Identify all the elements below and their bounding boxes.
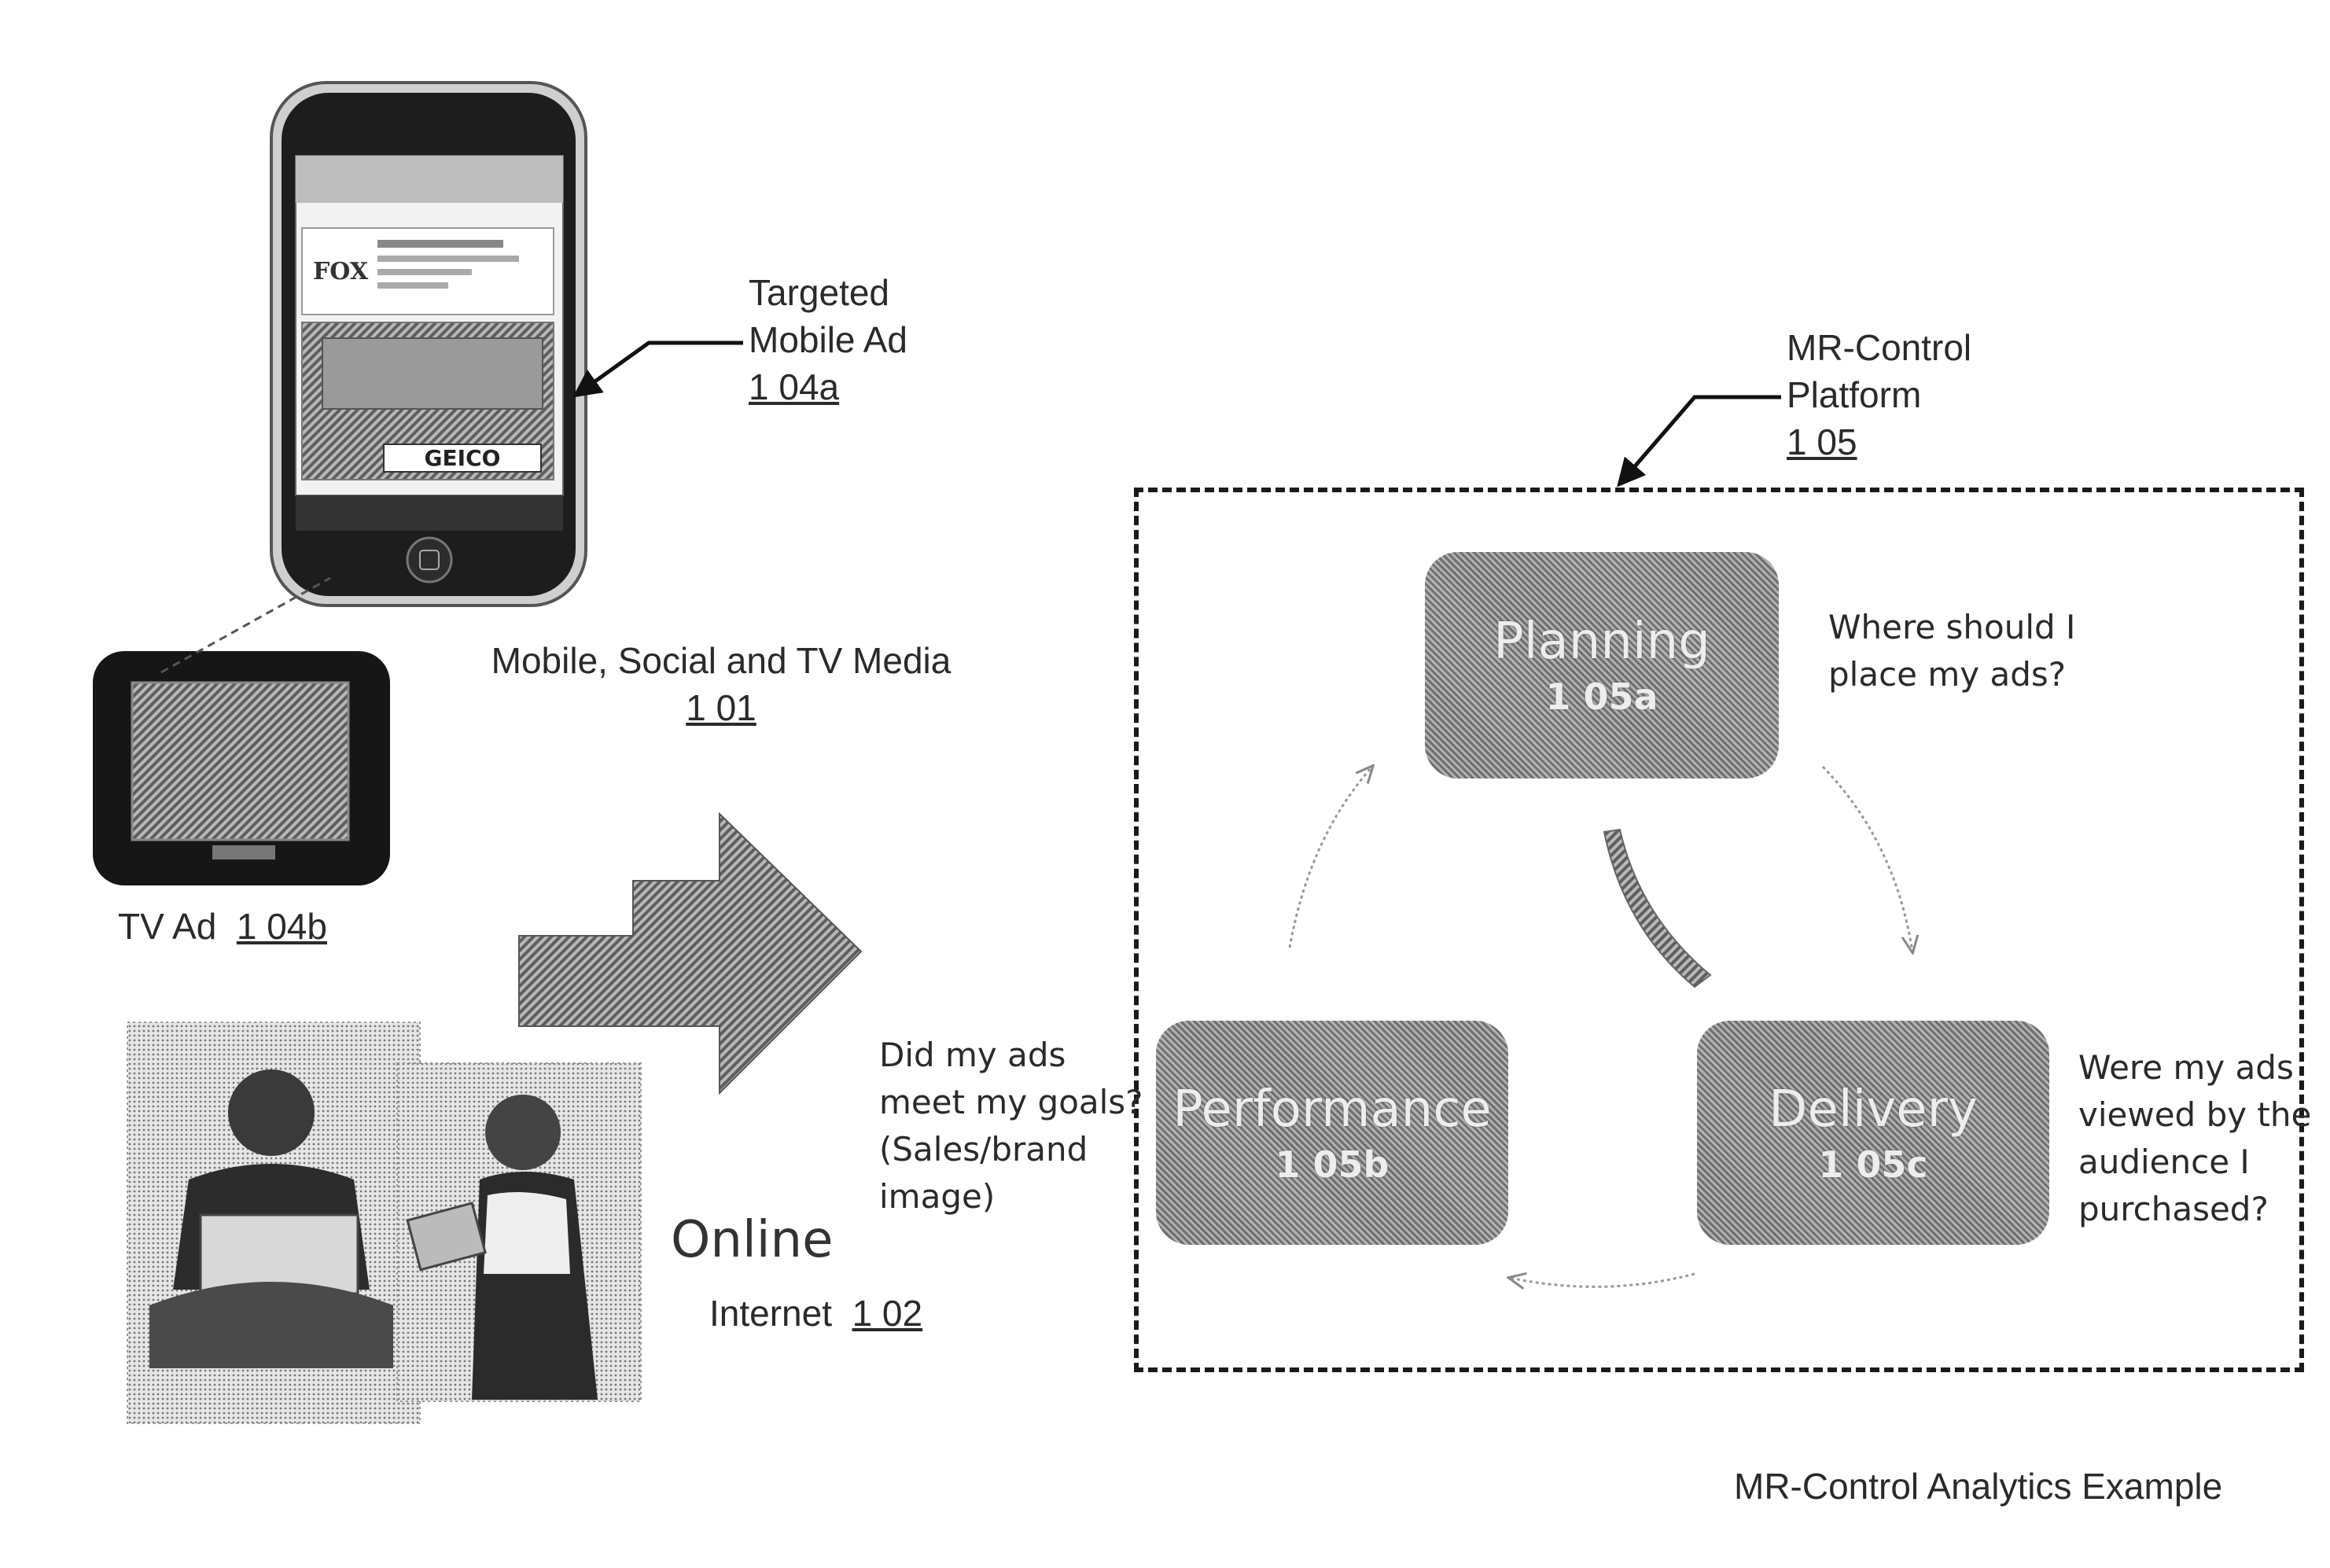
delivery-question: Were my ads viewed by the audience I pur… bbox=[2078, 1044, 2311, 1233]
delivery-question-line: audience I bbox=[2078, 1139, 2311, 1186]
planning-question-line: place my ads? bbox=[1828, 651, 2075, 698]
delivery-title: Delivery bbox=[1769, 1078, 1978, 1141]
platform-line1: MR-Control bbox=[1787, 324, 1971, 371]
fox-logo: FOX bbox=[313, 258, 369, 285]
mobile-ad-line2: Mobile Ad bbox=[749, 316, 907, 363]
figure-caption: MR-Control Analytics Example bbox=[1734, 1463, 2222, 1510]
performance-question-line: Did my ads bbox=[879, 1032, 1143, 1079]
internet-text: Internet bbox=[709, 1293, 832, 1334]
delivery-box: Delivery 1 05c bbox=[1697, 1021, 2049, 1245]
mobile-ad-label: Targeted Mobile Ad 1 04a bbox=[749, 269, 907, 410]
planning-box: Planning 1 05a bbox=[1425, 552, 1779, 778]
media-ref: 1 01 bbox=[469, 684, 973, 731]
media-label: Mobile, Social and TV Media 1 01 bbox=[469, 637, 973, 731]
online-title: Online bbox=[671, 1211, 833, 1269]
mobile-ad-line1: Targeted bbox=[749, 269, 907, 316]
delivery-question-line: viewed by the bbox=[2078, 1091, 2311, 1139]
platform-line2: Platform bbox=[1787, 371, 1971, 418]
delivery-question-line: Were my ads bbox=[2078, 1044, 2311, 1091]
performance-box: Performance 1 05b bbox=[1156, 1021, 1508, 1245]
delivery-ref: 1 05c bbox=[1818, 1141, 1927, 1188]
performance-ref: 1 05b bbox=[1275, 1141, 1390, 1188]
platform-callout-arrow bbox=[1620, 397, 1781, 484]
planning-question: Where should I place my ads? bbox=[1828, 604, 2075, 698]
media-flow-arrow bbox=[519, 814, 861, 1093]
delivery-question-line: purchased? bbox=[2078, 1186, 2311, 1233]
mobile-ad-ref: 1 04a bbox=[749, 363, 907, 410]
planning-question-line: Where should I bbox=[1828, 604, 2075, 651]
performance-title: Performance bbox=[1172, 1078, 1492, 1141]
tv-icon bbox=[93, 578, 390, 885]
media-title: Mobile, Social and TV Media bbox=[469, 637, 973, 684]
planning-title: Planning bbox=[1493, 610, 1710, 673]
platform-ref: 1 05 bbox=[1787, 418, 1971, 466]
tv-ad-ref: 1 04b bbox=[237, 906, 327, 947]
performance-question-line: meet my goals? bbox=[879, 1079, 1143, 1126]
geico-logo: GEICO bbox=[425, 445, 501, 471]
internet-ref: 1 02 bbox=[852, 1293, 923, 1334]
performance-question-line: (Sales/brand bbox=[879, 1126, 1143, 1173]
platform-label: MR-Control Platform 1 05 bbox=[1787, 324, 1971, 466]
tv-ad-label: TV Ad 1 04b bbox=[118, 903, 327, 950]
mobile-ad-callout-arrow bbox=[576, 343, 743, 395]
tv-ad-text: TV Ad bbox=[118, 906, 216, 947]
performance-question-line: image) bbox=[879, 1173, 1143, 1220]
internet-label: Internet 1 02 bbox=[709, 1290, 922, 1337]
smartphone-icon: FOX GEICO bbox=[271, 83, 586, 605]
man-with-laptop-image bbox=[127, 1022, 420, 1423]
planning-ref: 1 05a bbox=[1545, 673, 1658, 720]
performance-question: Did my ads meet my goals? (Sales/brand i… bbox=[879, 1032, 1143, 1220]
woman-with-tablet-image bbox=[397, 1063, 641, 1401]
